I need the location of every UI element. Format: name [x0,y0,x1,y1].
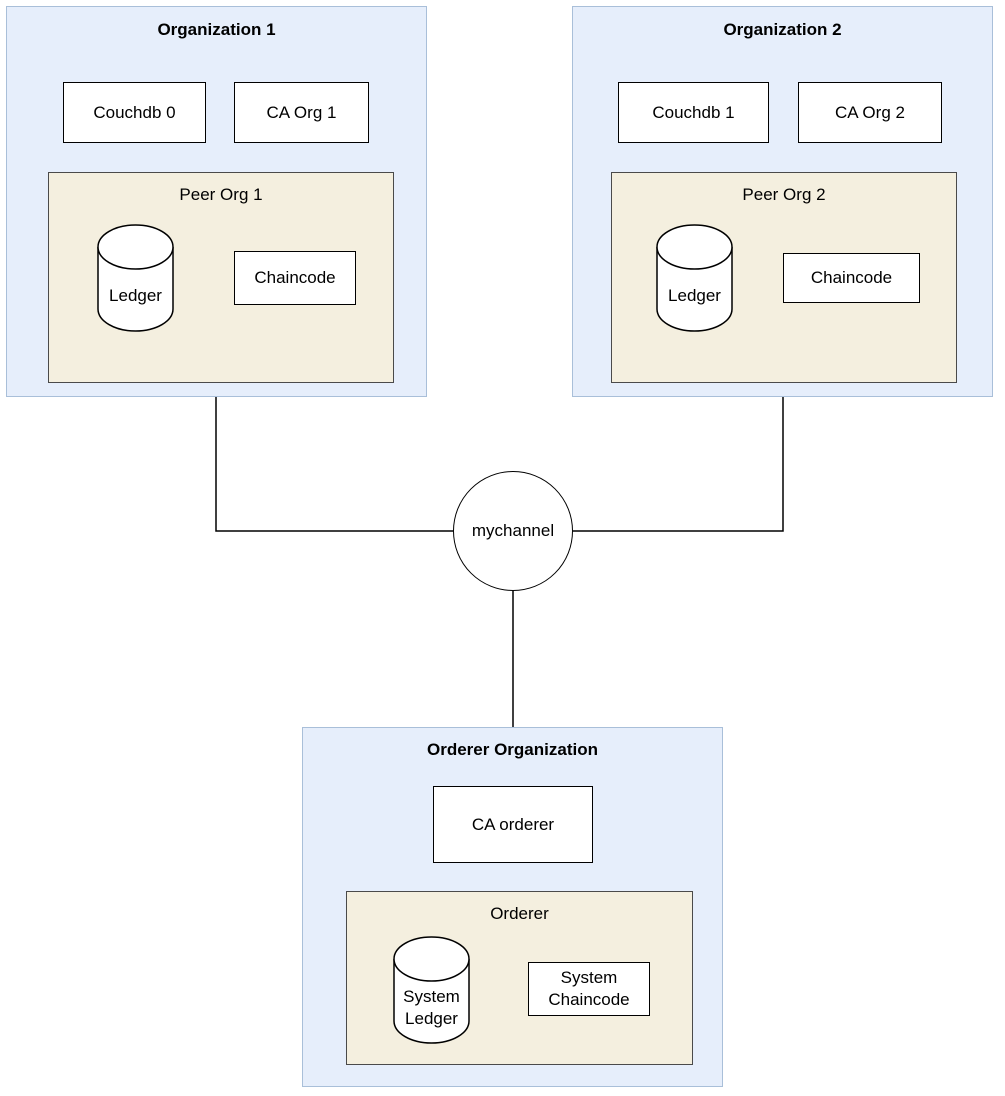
system-chaincode-label-line1: System [560,968,618,987]
ca-org1-box[interactable]: CA Org 1 [234,82,369,143]
ledger-cylinder-icon[interactable] [97,224,174,332]
organization-2-title: Organization 2 [723,20,842,39]
peer-org1-title: Peer Org 1 [179,185,263,204]
orderer-organization-title: Orderer Organization [427,740,598,759]
peer-org2[interactable]: Peer Org 2 Ledger Chaincode [611,172,957,383]
ledger-label: Ledger [109,286,162,305]
ca-orderer-box[interactable]: CA orderer [433,786,593,863]
chaincode-box[interactable]: Chaincode [234,251,356,305]
peer-org2-title: Peer Org 2 [742,185,826,204]
peer-org1[interactable]: Peer Org 1 Ledger Chaincode [48,172,394,383]
organization-1[interactable]: Organization 1 Couchdb 0 CA Org 1 Peer O… [6,6,427,397]
ca-org2-box[interactable]: CA Org 2 [798,82,942,143]
connector-org1-to-channel [215,397,453,532]
orderer-node[interactable]: Orderer System Ledger System Chaincode [346,891,693,1065]
ledger-label: Ledger [668,286,721,305]
orderer-title: Orderer [490,904,549,923]
couchdb-1-box[interactable]: Couchdb 1 [618,82,769,143]
organization-1-title: Organization 1 [157,20,276,39]
couchdb-0-box[interactable]: Couchdb 0 [63,82,206,143]
system-ledger-cylinder-icon[interactable] [393,936,470,1044]
channel-node[interactable]: mychannel [453,471,573,591]
system-ledger-label-line1: System [403,987,460,1006]
system-chaincode-label-line2: Chaincode [548,990,630,1009]
chaincode-box[interactable]: Chaincode [783,253,920,303]
ledger-cylinder-icon[interactable] [656,224,733,332]
connector-org2-to-channel [573,397,784,532]
system-ledger-label-line2: Ledger [405,1009,458,1028]
organization-2[interactable]: Organization 2 Couchdb 1 CA Org 2 Peer O… [572,6,993,397]
system-chaincode-box[interactable]: System Chaincode [528,962,650,1016]
system-ledger-label: System Ledger [393,986,470,1030]
orderer-organization[interactable]: Orderer Organization CA orderer Orderer … [302,727,723,1087]
